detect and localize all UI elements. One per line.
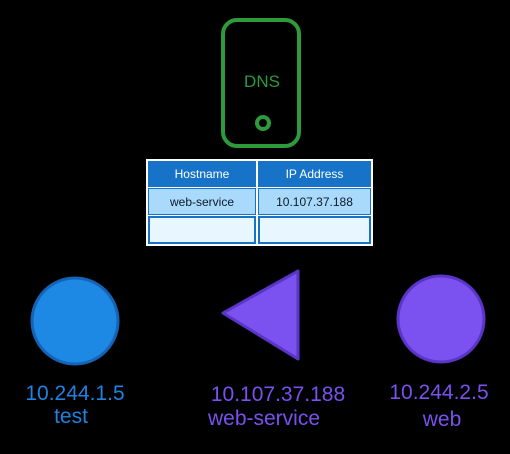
dns-device-button [255, 115, 271, 131]
web-pod-name: web [422, 408, 462, 431]
dns-device-outline [221, 18, 301, 148]
dns-table-cell-hostname: web-service [148, 188, 256, 215]
dns-table-header-ip: IP Address [258, 161, 371, 187]
dns-table-empty-cell-hostname [148, 216, 256, 244]
dns-label: DNS [244, 72, 280, 91]
web-service-ip: 10.107.37.188 [210, 383, 346, 406]
dns-table-cell-ip: 10.107.37.188 [258, 188, 371, 215]
test-pod-ip: 10.244.1.5 [25, 382, 125, 405]
web-service-name: web-service [207, 407, 321, 430]
dns-table: Hostname IP Address web-service 10.107.3… [146, 159, 373, 246]
test-pod-name: test [54, 405, 88, 428]
dns-table-empty-cell-ip [258, 216, 371, 244]
test-pod-circle[interactable] [30, 276, 120, 366]
web-service-triangle[interactable] [221, 269, 300, 361]
dns-server-icon [221, 18, 301, 148]
web-pod-circle[interactable] [396, 274, 486, 364]
web-pod-ip: 10.244.2.5 [389, 381, 489, 404]
dns-table-header-hostname: Hostname [148, 161, 256, 187]
